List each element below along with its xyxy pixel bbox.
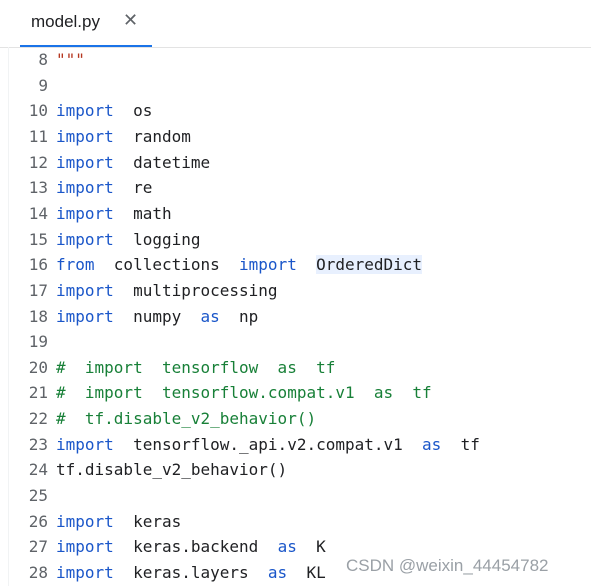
line-number: 13: [28, 178, 48, 198]
line-number: 9: [38, 75, 48, 95]
gutter-divider: [8, 47, 9, 586]
line-number: 14: [28, 203, 48, 223]
keyword-token: import: [56, 152, 114, 172]
code-token: np: [219, 306, 259, 326]
tab-title: model.py: [31, 12, 100, 31]
line-number: 10: [28, 101, 48, 121]
code-line[interactable]: import keras.layers as KL: [56, 560, 326, 586]
code-token: tf: [441, 434, 480, 454]
keyword-token: import: [56, 101, 114, 121]
code-line[interactable]: import tensorflow._api.v2.compat.v1 as t…: [56, 432, 480, 458]
code-line[interactable]: """: [56, 47, 85, 73]
code-token: logging: [113, 229, 201, 249]
line-number: 26: [28, 511, 48, 531]
code-line[interactable]: import math: [56, 201, 172, 227]
keyword-token: import: [56, 178, 114, 198]
code-line[interactable]: # tf.disable_v2_behavior(): [56, 406, 316, 432]
code-token: K: [296, 537, 326, 557]
keyword-token: as: [267, 563, 288, 582]
line-number: 11: [28, 126, 48, 146]
keyword-token: import: [56, 511, 114, 531]
code-token: keras.backend: [113, 537, 278, 557]
code-token: [297, 255, 316, 274]
code-line[interactable]: import numpy as np: [56, 304, 258, 330]
code-token: multiprocessing: [113, 280, 278, 300]
close-icon[interactable]: ✕: [123, 10, 139, 30]
comment-token: # import tensorflow as tf: [56, 357, 336, 377]
code-area[interactable]: 8 """ 9 10 import os 11 import random 12 import …: [0, 47, 591, 586]
comment-token: # import tensorflow.compat.v1 as tf: [56, 383, 432, 403]
line-number: 15: [28, 229, 48, 249]
line-number: 18: [28, 306, 48, 326]
code-token: datetime: [113, 152, 211, 172]
string-token: """: [56, 50, 85, 69]
code-token: math: [113, 203, 172, 223]
line-number: 16: [28, 255, 48, 275]
code-line[interactable]: tf.disable_v2_behavior(): [56, 457, 287, 483]
code-token: os: [113, 101, 153, 121]
line-number: 27: [28, 537, 48, 557]
code-line[interactable]: import os: [56, 98, 152, 124]
code-token: re: [113, 178, 153, 198]
line-number: 8: [38, 50, 48, 69]
code-token: numpy: [113, 306, 201, 326]
code-token: keras.layers: [113, 563, 268, 582]
code-token: tensorflow._api.v2.compat.v1: [113, 434, 423, 454]
keyword-token: import: [56, 229, 114, 249]
code-token: collections: [94, 255, 240, 275]
comment-token: # tf.disable_v2_behavior(): [56, 409, 317, 429]
code-line[interactable]: import random: [56, 124, 191, 150]
line-number: 28: [28, 563, 48, 582]
line-number: 22: [28, 409, 48, 429]
line-number: 20: [28, 357, 48, 377]
code-token: KL: [287, 563, 326, 582]
keyword-token: as: [277, 537, 297, 557]
line-number: 23: [28, 434, 48, 454]
keyword-token: import: [56, 434, 114, 454]
tab-bar: model.py ✕: [0, 0, 591, 48]
keyword-token: import: [56, 537, 114, 557]
keyword-token: import: [56, 203, 114, 223]
code-line[interactable]: # import tensorflow.compat.v1 as tf: [56, 380, 432, 406]
watermark: CSDN @weixin_44454782: [346, 556, 549, 575]
code-token: tf.disable_v2_behavior(): [56, 460, 288, 480]
tab-model-py[interactable]: model.py ✕: [20, 0, 152, 47]
code-line[interactable]: import logging: [56, 227, 201, 253]
code-token: keras: [113, 511, 182, 531]
line-number: 24: [28, 460, 48, 480]
line-number: 12: [28, 152, 48, 172]
code-line[interactable]: import multiprocessing: [56, 278, 278, 304]
keyword-token: import: [56, 280, 114, 300]
code-line[interactable]: from collections import OrderedDict: [56, 252, 423, 278]
line-number: 17: [28, 280, 48, 300]
code-line[interactable]: # import tensorflow as tf: [56, 355, 335, 381]
code-line[interactable]: import keras.backend as K: [56, 534, 326, 560]
line-number: 25: [28, 486, 48, 506]
keyword-token: import: [56, 126, 114, 146]
code-token: random: [113, 126, 191, 146]
line-number: 19: [28, 332, 48, 352]
keyword-token: from: [56, 255, 95, 275]
code-line[interactable]: import datetime: [56, 150, 210, 176]
highlighted-token: OrderedDict: [316, 255, 423, 275]
code-line[interactable]: import re: [56, 175, 152, 201]
keyword-token: as: [422, 434, 442, 454]
keyword-token: import: [56, 563, 114, 582]
keyword-token: import: [239, 255, 297, 275]
keyword-token: import: [56, 306, 114, 326]
keyword-token: as: [200, 306, 220, 326]
line-number: 21: [28, 383, 48, 403]
code-line[interactable]: import keras: [56, 509, 181, 535]
